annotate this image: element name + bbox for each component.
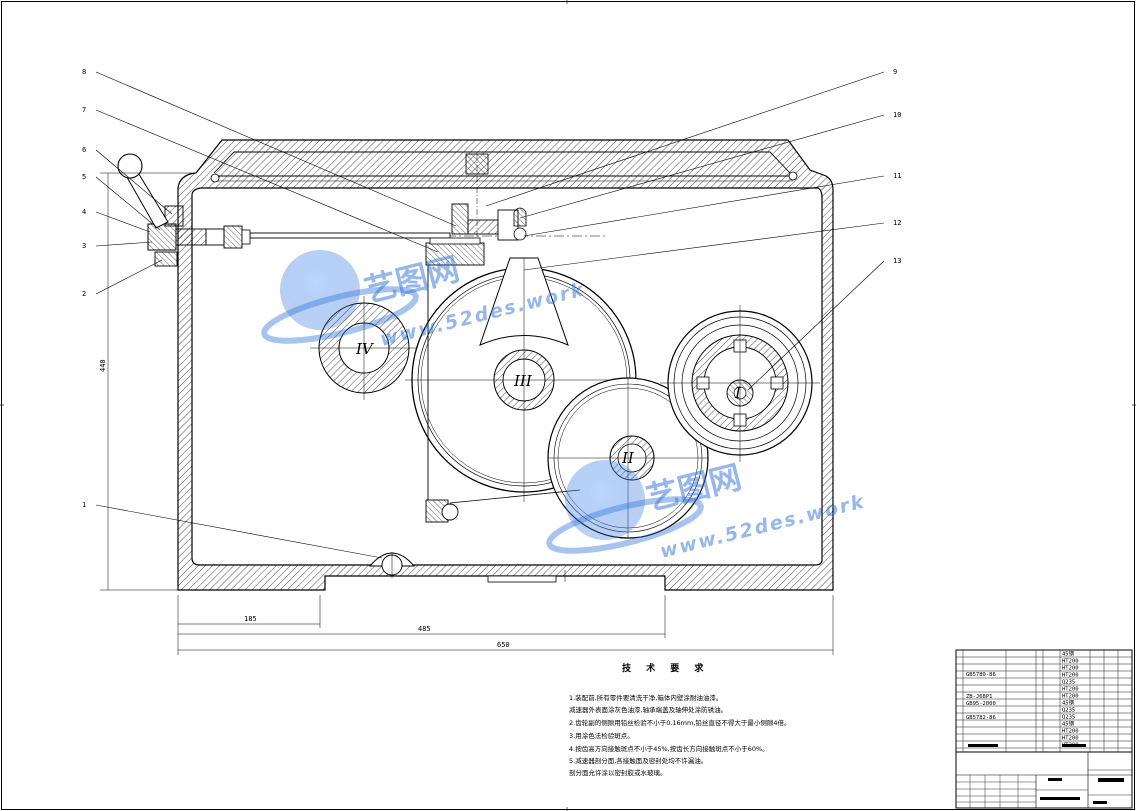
req-line-6: 5.减速器剖分面,各接触面及密封处均不许漏油。: [569, 756, 707, 765]
dim-width-185: 185: [244, 615, 257, 623]
part-label-13: 13: [893, 257, 901, 265]
standard-4: GB5782-86: [966, 715, 996, 721]
part-label-9: 9: [893, 68, 897, 76]
tech-requirements: 技 术 要 求 1.装配前,所有零件要清洗干净,箱体内壁涂耐油油漆。 减速器外表…: [569, 662, 791, 777]
dim-height: 440: [99, 359, 107, 372]
req-line-3: 2.齿轮副的侧隙用铅丝检验不小于0.16mm,铅丝直径不得大于最小侧隙4倍。: [569, 718, 791, 727]
part-label-12: 12: [893, 219, 901, 227]
standard-3: GB95-2000: [966, 701, 996, 707]
material-cell: Q235: [1062, 680, 1075, 686]
shaft-label-iv: IV: [355, 340, 375, 358]
part-label-6: 6: [82, 146, 86, 154]
parts-list-table: [955, 649, 1133, 809]
watermark-bottom: 艺图网 www.52des.work: [546, 458, 868, 563]
shaft-label-iii: III: [513, 372, 533, 390]
material-cell: Q235: [1062, 708, 1075, 714]
shaft-i-gear: [660, 305, 820, 462]
tech-requirements-title: 技 术 要 求: [622, 662, 709, 674]
shaft-label-ii: II: [621, 449, 635, 467]
dimension-texts: 440 185 485 650: [99, 359, 510, 649]
gearbox-housing: [177, 139, 834, 591]
part-label-7: 7: [82, 106, 86, 114]
shift-rod-assembly: [117, 153, 605, 267]
gear-train: [310, 257, 820, 578]
req-line-7: 剖分面允许涂以密封胶或水玻璃。: [569, 768, 667, 777]
material-cell: HT200: [1062, 729, 1079, 735]
part-label-1: 1: [82, 501, 86, 509]
material-cell: 45钢: [1062, 720, 1075, 728]
part-label-4: 4: [82, 208, 86, 216]
req-line-1: 1.装配前,所有零件要清洗干净,箱体内壁涂耐油油漆。: [569, 693, 722, 702]
material-cell: 45钢: [1062, 699, 1075, 707]
shaft-iv: [310, 296, 418, 400]
dim-width-485: 485: [418, 625, 431, 633]
part-label-8: 8: [82, 68, 86, 76]
material-cell: HT200: [1062, 743, 1079, 749]
material-cell: HT200: [1062, 736, 1079, 742]
part-label-2: 2: [82, 290, 86, 298]
part-label-11: 11: [893, 172, 901, 180]
material-cell: HT200: [1062, 694, 1079, 700]
req-line-4: 3.用涂色法检验斑点。: [569, 731, 634, 740]
material-cell: Q235: [1062, 715, 1075, 721]
leader-lines: [95, 71, 885, 559]
dimension-lines: [100, 172, 834, 655]
material-cell: HT200: [1062, 687, 1079, 693]
parts-list-materials: 45钢HT200HT200HT200Q235HT200HT20045钢Q235Q…: [1062, 650, 1079, 749]
standard-2: ZB-J68P1: [966, 694, 993, 700]
parts-list-standards: GB5780-86 ZB-J68P1 GB95-2000 GB5782-86: [966, 672, 996, 721]
part-label-10: 10: [893, 111, 901, 119]
material-cell: HT200: [1062, 666, 1079, 672]
material-cell: 45钢: [1062, 650, 1075, 658]
material-cell: HT200: [1062, 659, 1079, 665]
dim-width-650: 650: [497, 641, 510, 649]
part-label-3: 3: [82, 242, 86, 250]
req-line-5: 4.按齿高方向接触斑点不小于45%,按齿长方向接触斑点不小于60%。: [569, 744, 769, 753]
shaft-label-i: I: [734, 384, 742, 402]
part-label-5: 5: [82, 173, 86, 181]
part-numbers: 8 7 6 5 4 3 2 1 9 10 11 12 13: [82, 68, 901, 509]
req-line-2: 减速器外表面涂灰色油漆,轴承端盖及轴伸处涂防锈油。: [569, 705, 727, 714]
standard-1: GB5780-86: [966, 672, 996, 678]
material-cell: HT200: [1062, 673, 1079, 679]
